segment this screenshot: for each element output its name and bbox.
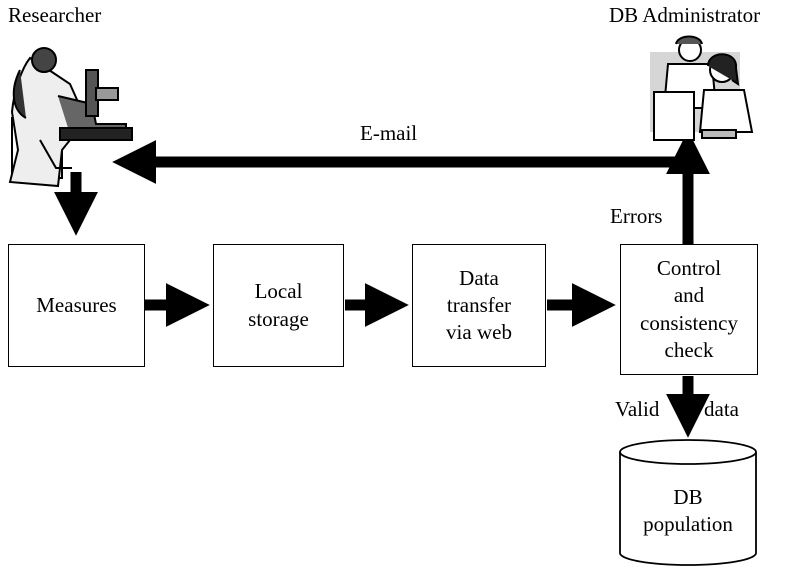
errors-label: Errors — [610, 204, 663, 228]
db-administrator-computer-icon — [650, 35, 754, 141]
step-box-local-storage: Local storage — [213, 244, 344, 367]
step-label-line: Data — [459, 265, 499, 290]
db-population-label: DB population — [618, 484, 758, 539]
step-box-control-check: Control and consistency check — [620, 244, 758, 375]
step-label-line: transfer — [446, 292, 512, 317]
step-label-line: Measures — [36, 292, 117, 317]
step-box-data-transfer: Data transfer via web — [412, 244, 546, 367]
valid-label: Valid — [615, 397, 660, 421]
db-label-line: population — [643, 512, 733, 537]
db-administrator-label: DB Administrator — [609, 3, 761, 27]
researcher-label: Researcher — [8, 3, 102, 27]
step-box-measures: Measures — [8, 244, 145, 367]
step-label-line: Control — [656, 255, 722, 280]
step-label-line: Local — [254, 279, 303, 304]
email-label: E-mail — [360, 121, 418, 145]
step-label-line: consistency — [640, 310, 738, 335]
step-label-line: check — [664, 337, 714, 362]
researcher-microscope-icon — [8, 47, 133, 188]
db-label-line: DB — [673, 485, 703, 509]
db-cylinder — [619, 439, 757, 566]
data-label: data — [704, 397, 739, 421]
step-label-line: storage — [248, 306, 309, 331]
arrows — [54, 130, 710, 438]
step-label-line: and — [673, 283, 705, 308]
step-label-line: via web — [446, 320, 512, 345]
